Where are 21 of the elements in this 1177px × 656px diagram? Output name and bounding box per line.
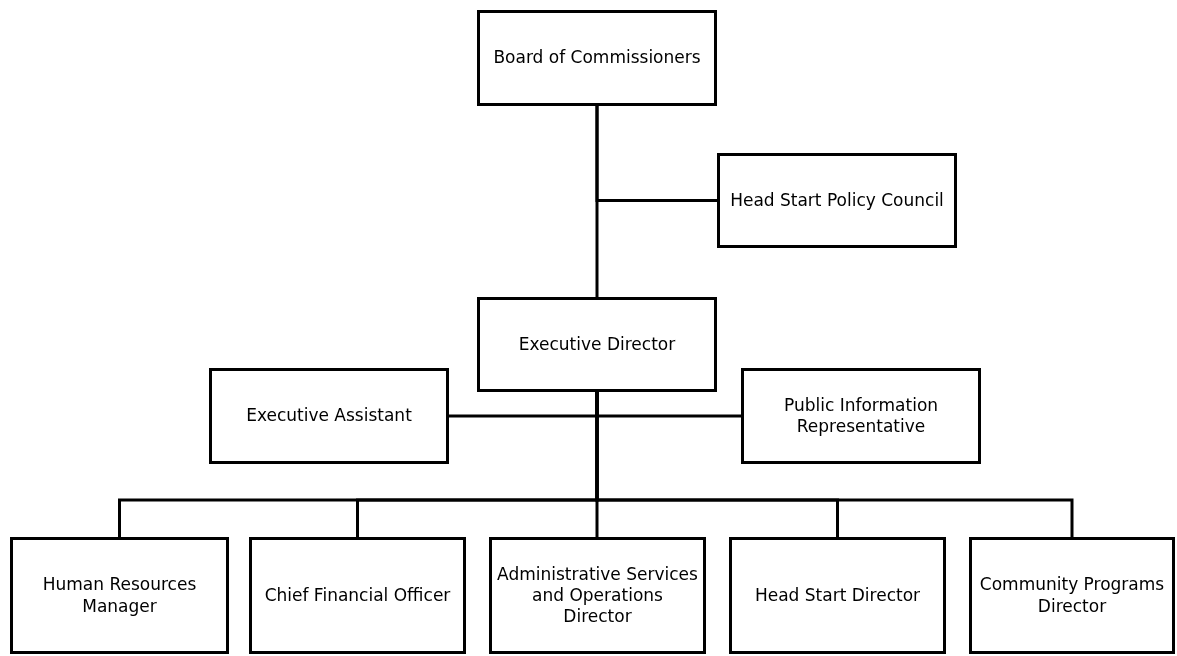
role-title: Administrative Services and Operations Director	[496, 563, 699, 628]
org-box	[10, 537, 229, 654]
role-title: Head Start Policy Council	[730, 189, 944, 212]
org-box	[209, 368, 449, 464]
role-title: Executive Assistant	[246, 405, 412, 427]
org-box	[741, 368, 981, 464]
org-box	[717, 153, 957, 248]
role-title: Community Programs Director	[978, 574, 1166, 617]
role-title: Head Start Director	[754, 584, 921, 607]
role-title: Human Resources Manager	[41, 574, 198, 617]
role-title: Public Information Representative	[782, 394, 940, 438]
connector-line	[595, 106, 599, 297]
org-box	[969, 537, 1175, 654]
org-box	[477, 10, 717, 106]
org-box	[249, 537, 466, 654]
org-box	[729, 537, 946, 654]
org-box	[489, 537, 706, 654]
role-title: Chief Financial Officer	[264, 584, 451, 607]
role-title: Board of Commissioners	[493, 47, 701, 69]
org-box	[477, 297, 717, 392]
role-title: Executive Director	[518, 333, 676, 356]
